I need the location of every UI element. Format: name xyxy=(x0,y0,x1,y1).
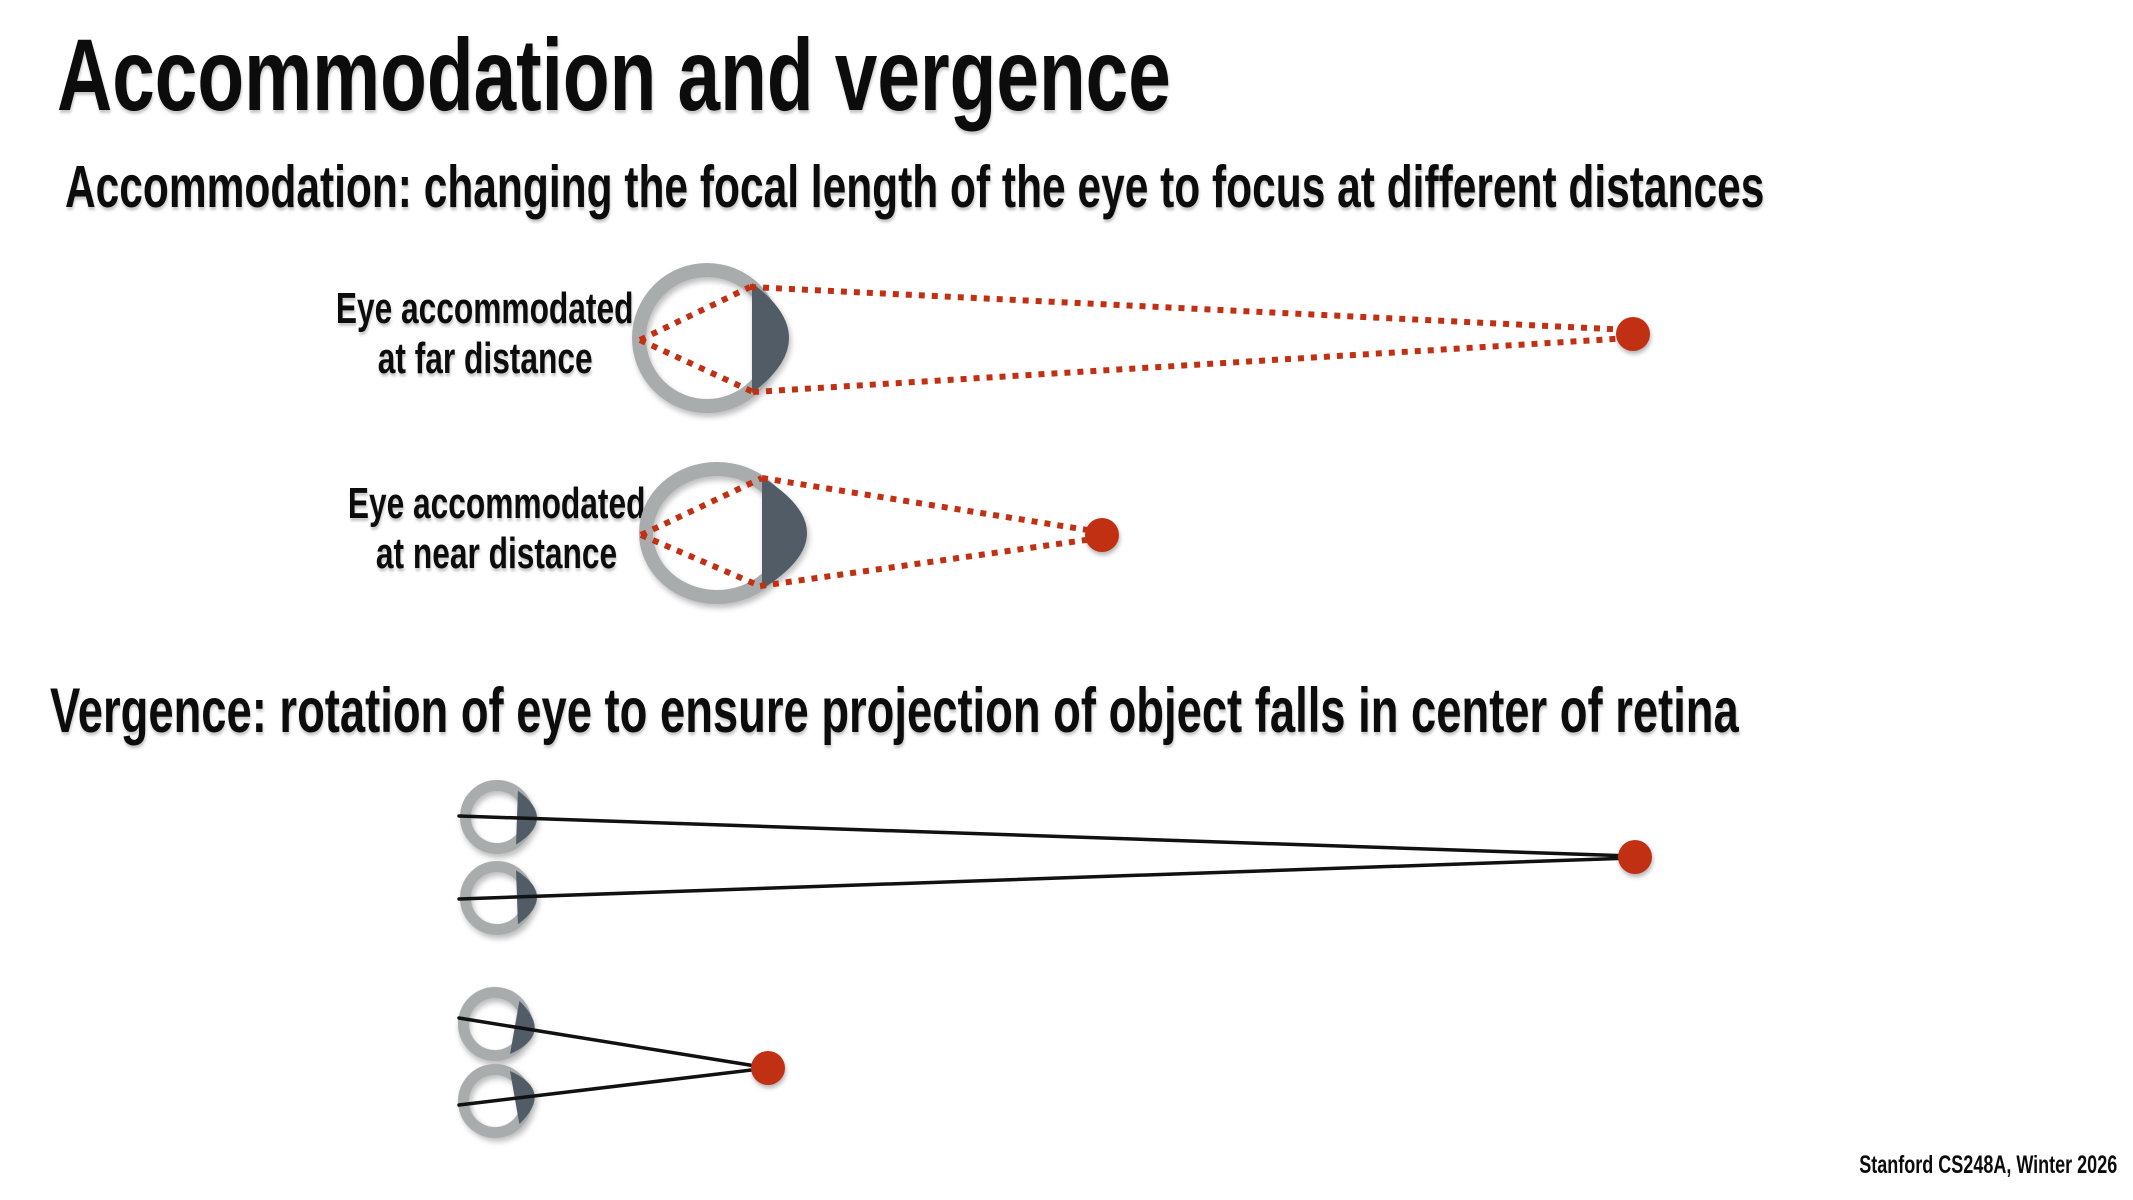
near-vergence-diagram xyxy=(457,987,785,1138)
page-title-text: Accommodation and vergence xyxy=(57,18,1171,132)
page-title: Accommodation and vergence xyxy=(57,24,1542,126)
footer-credit-text: Stanford CS248A, Winter 2026 xyxy=(1859,1151,2117,1179)
object-dot-far-vergence xyxy=(1618,840,1652,874)
far-eye-label: Eye accommodated at far distance xyxy=(260,284,710,384)
accommodation-heading-text: Accommodation: changing the focal length… xyxy=(65,154,1765,220)
light-ray xyxy=(639,532,762,589)
eye-icon-near-accommodated xyxy=(639,462,807,604)
far-accommodation-diagram xyxy=(632,263,1650,413)
gaze-line xyxy=(457,1016,770,1070)
light-ray xyxy=(752,335,1631,395)
gaze-line xyxy=(457,856,1634,901)
light-ray xyxy=(749,284,1631,333)
near-eye-label-line2: at near distance xyxy=(376,529,618,578)
far-eye-label-line1: Eye accommodated xyxy=(336,284,634,333)
object-dot-near-vergence xyxy=(751,1051,785,1085)
object-dot-near xyxy=(1085,518,1119,552)
eye-lens-icon xyxy=(762,477,807,589)
object-dot-far xyxy=(1616,317,1650,351)
far-eye-label-line2: at far distance xyxy=(377,334,593,383)
light-ray xyxy=(761,475,1101,535)
light-ray xyxy=(759,535,1101,589)
light-ray xyxy=(639,475,764,538)
eye-lens-icon xyxy=(752,283,789,393)
near-eye-label: Eye accommodated at near distance xyxy=(272,479,722,579)
accommodation-heading: Accommodation: changing the focal length… xyxy=(65,158,2133,217)
near-accommodation-diagram xyxy=(639,462,1119,604)
near-eye-label-line1: Eye accommodated xyxy=(348,479,646,528)
footer-credit: Stanford CS248A, Winter 2026 xyxy=(1759,1153,2117,1178)
vergence-heading-text: Vergence: rotation of eye to ensure proj… xyxy=(50,676,1739,746)
far-vergence-diagram xyxy=(457,780,1652,935)
gaze-line xyxy=(457,814,1634,858)
gaze-line xyxy=(457,1066,770,1107)
eye-icon-far-accommodated xyxy=(632,263,789,413)
vergence-heading: Vergence: rotation of eye to ensure proj… xyxy=(50,680,2133,743)
